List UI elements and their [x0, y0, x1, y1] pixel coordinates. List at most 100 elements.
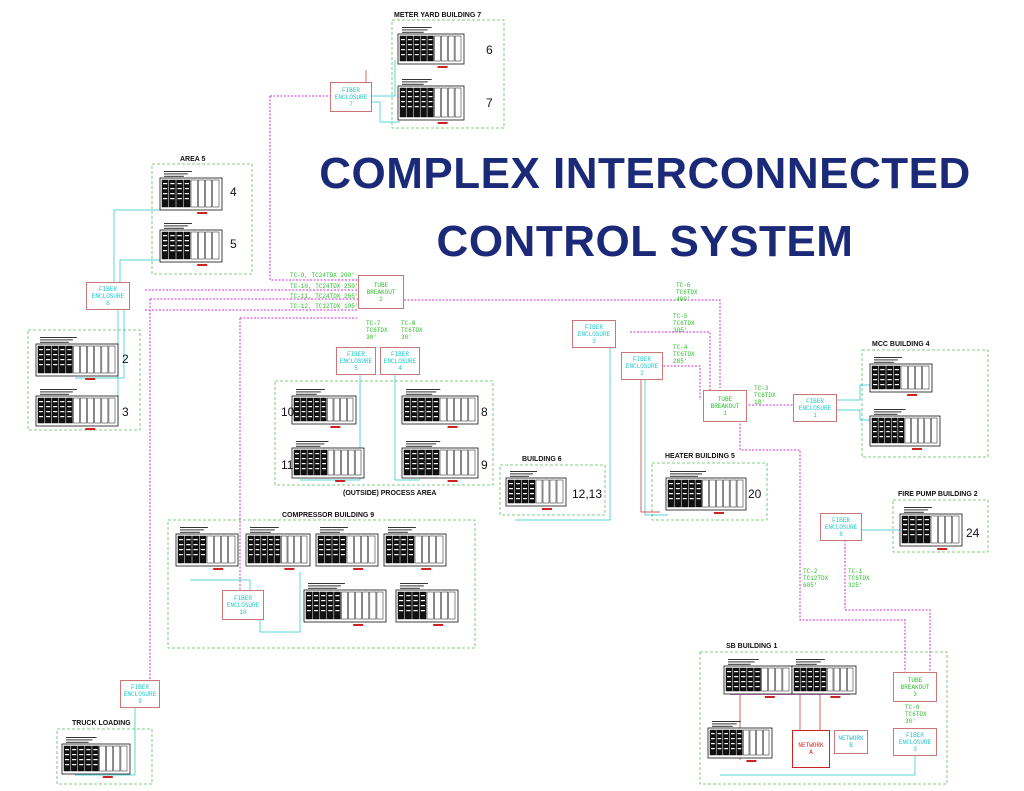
box-label: TUBE — [717, 395, 733, 403]
cable-line: TC6TDX — [366, 327, 388, 334]
cable-line: TC-0 — [905, 704, 920, 711]
cable-line: TC6TDX — [673, 351, 695, 358]
cable-line: TC-6 — [676, 282, 691, 289]
heater-area — [651, 462, 768, 521]
box-id: 3 — [913, 745, 917, 753]
box-label: ENCLOSURE — [798, 404, 832, 412]
box-label: NETWORK — [798, 742, 824, 749]
compressor-area — [167, 519, 476, 649]
label-heater: HEATER BUILDING 5 — [665, 453, 735, 460]
controller-rack — [291, 389, 357, 428]
cable-line: 325' — [848, 582, 863, 589]
box-label: FIBER — [341, 86, 360, 94]
box-label: BREAKOUT — [900, 683, 930, 691]
sb-area — [699, 651, 948, 785]
cable-line: TC6TDX — [676, 289, 698, 296]
cable-line: TC-5 — [673, 313, 688, 320]
firepump-area — [892, 499, 989, 553]
box-label: FIBER — [130, 683, 149, 691]
rack-number-8: 8 — [481, 405, 488, 419]
controller-rack — [791, 659, 857, 698]
cable-line: TC6TDX — [673, 320, 695, 327]
box-label: ENCLOSURE — [824, 523, 858, 531]
controller-rack — [245, 527, 311, 570]
controller-rack — [869, 409, 941, 450]
cable-line: TC6TDX — [848, 575, 870, 582]
box-id: 7 — [349, 100, 353, 108]
label-truck-loading: TRUCK LOADING — [72, 720, 131, 727]
controller-rack — [159, 171, 223, 214]
box-id: B — [849, 742, 853, 749]
cable-line: 605' — [803, 582, 818, 589]
box-label: ENCLOSURE — [625, 362, 659, 370]
rack-number-5: 5 — [230, 237, 237, 251]
box-label: FIBER — [584, 323, 603, 331]
controller-rack — [383, 527, 447, 570]
label-compressor: COMPRESSOR BUILDING 9 — [282, 512, 375, 519]
box-label: TUBE — [373, 281, 389, 289]
box-label: FIBER — [98, 285, 117, 293]
label-fire-pump: FIRE PUMP BUILDING 2 — [898, 491, 978, 498]
rack-number-2: 2 — [122, 352, 129, 366]
cable-line: 30' — [366, 334, 377, 341]
cable-line: TC6TDX — [754, 392, 776, 399]
box-label: FIBER — [233, 594, 252, 602]
cable-line: TC-7 — [366, 320, 381, 327]
controller-rack — [35, 389, 119, 430]
cable-tc11: TC-11, TC24TDX 265' — [290, 293, 359, 300]
controller-rack — [397, 27, 465, 68]
building6-area — [499, 464, 606, 516]
cable-line: TC-4 — [673, 344, 688, 351]
cable-line: 285' — [673, 358, 688, 365]
controller-rack — [159, 223, 223, 266]
cable-line: 305' — [673, 327, 688, 334]
cable-line: 30' — [401, 334, 412, 341]
box-label: TUBE — [907, 676, 923, 684]
controller-rack — [61, 737, 131, 778]
cable-tc12: TC-12, TC12TDX 105' — [290, 303, 359, 310]
box-id: 4 — [398, 364, 402, 372]
box-id: 1 — [813, 411, 817, 419]
controller-rack — [35, 337, 119, 380]
box-id: 9 — [138, 697, 142, 705]
box-label: FIBER — [805, 397, 824, 405]
controller-rack — [401, 441, 479, 482]
cable-line: TC6TDX — [905, 711, 927, 718]
box-id: 1 — [723, 409, 727, 417]
box-label: FIBER — [632, 355, 651, 363]
diagram-title-line1: COMPLEX INTERCONNECTED — [319, 149, 971, 198]
area-2-3 — [27, 329, 141, 431]
box-label: FIBER — [390, 350, 409, 358]
cable-line: TC6TDX — [401, 327, 423, 334]
box-id: A — [809, 749, 813, 756]
box-id: 8 — [839, 530, 843, 538]
box-label: ENCLOSURE — [123, 690, 157, 698]
cable-line: 30' — [905, 718, 916, 725]
cable-line: 18' — [754, 399, 765, 406]
cable-line: TC-3 — [754, 385, 769, 392]
controller-rack — [395, 583, 459, 626]
controller-rack — [397, 79, 465, 124]
box-id: 10 — [239, 608, 247, 616]
